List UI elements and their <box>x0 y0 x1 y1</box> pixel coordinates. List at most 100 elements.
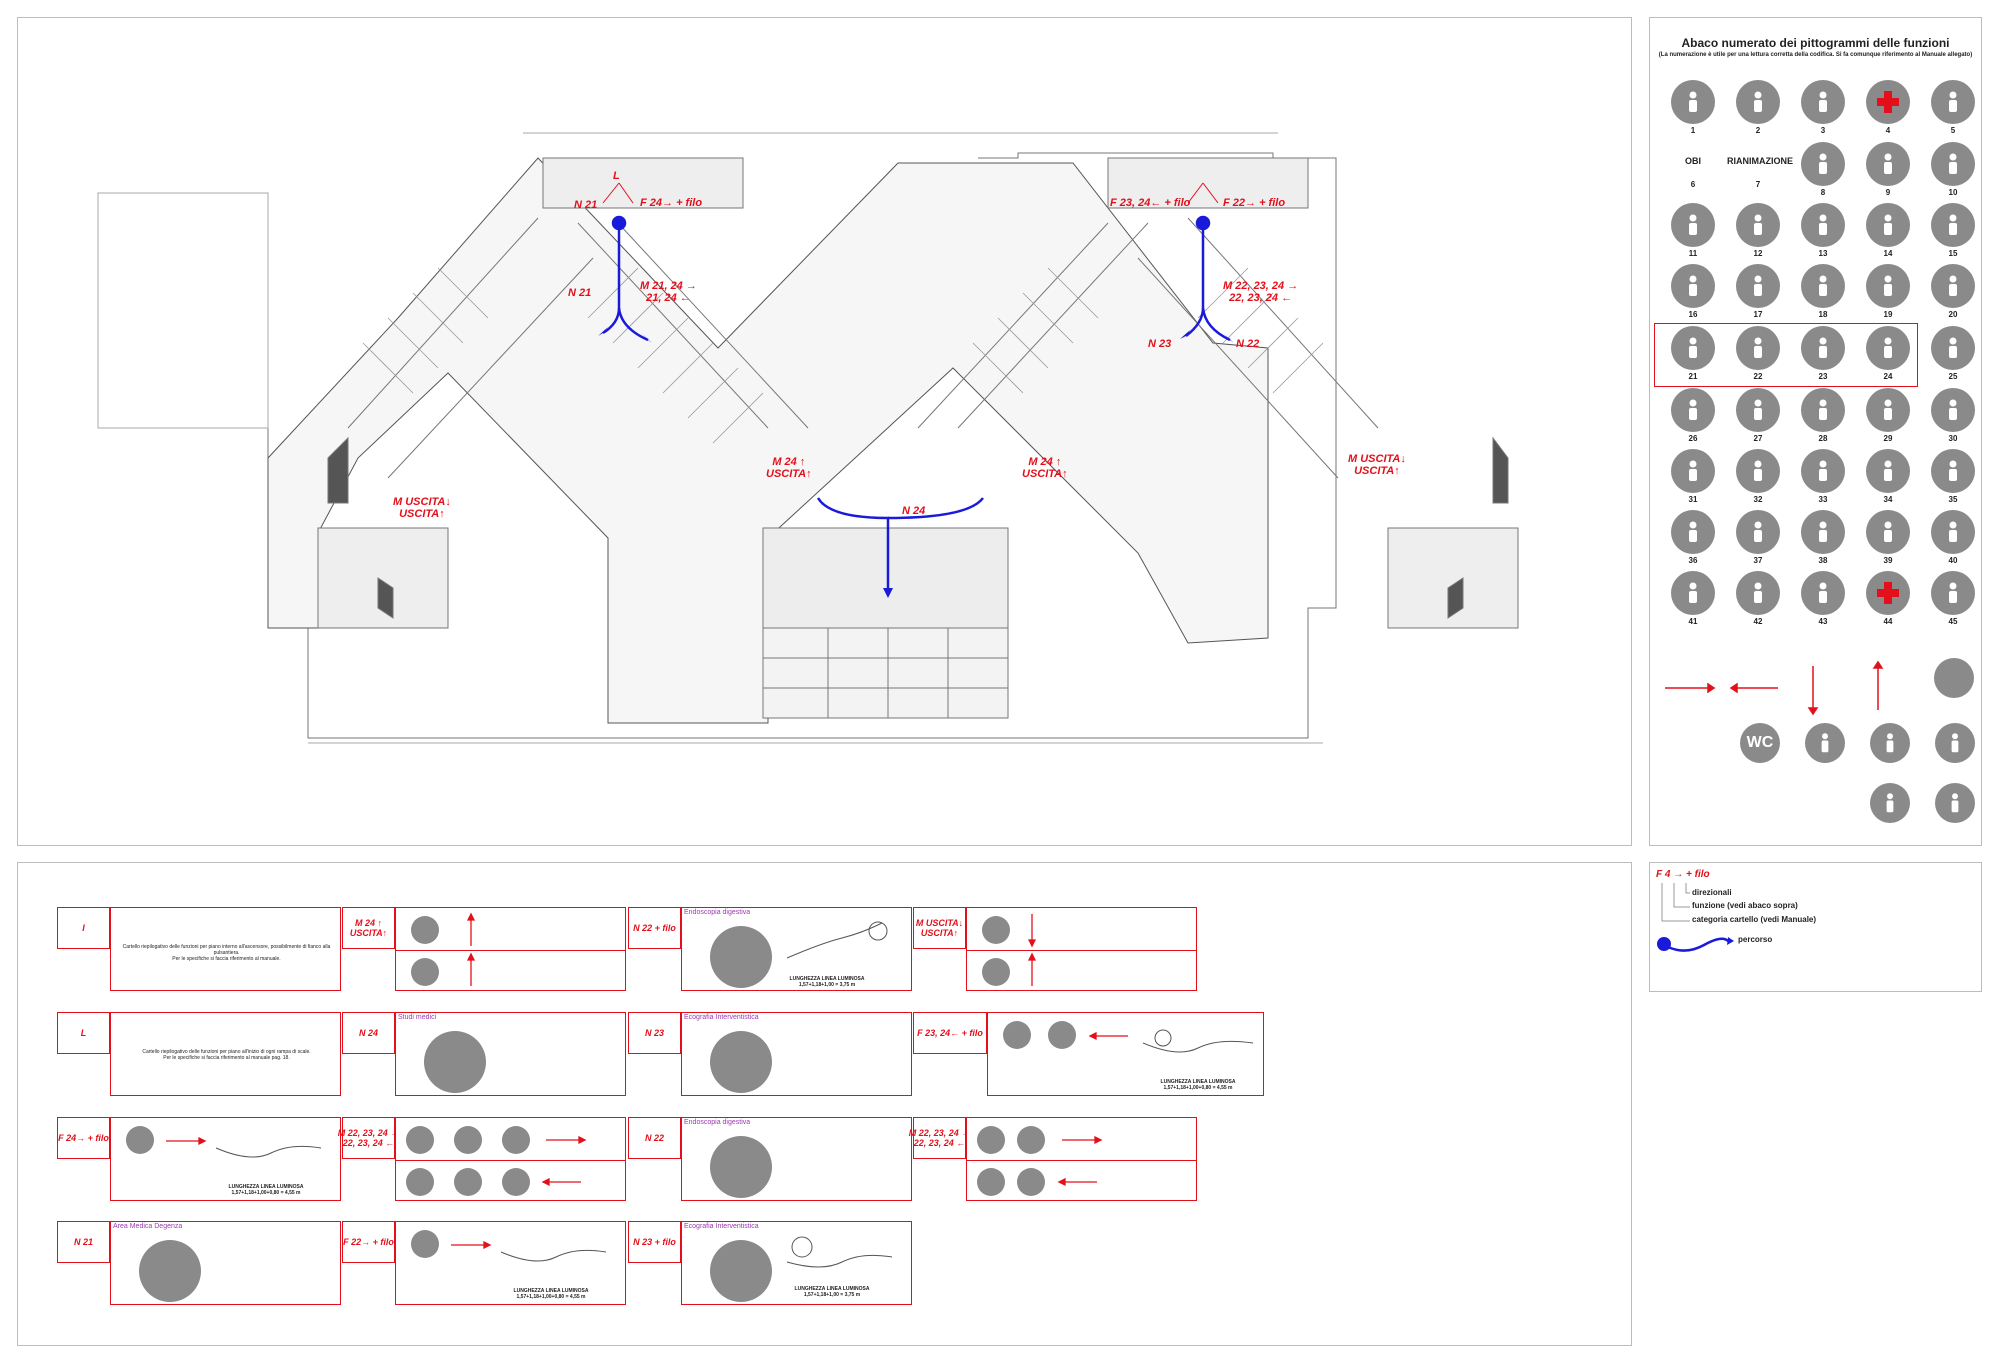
pictogram-33: 33 <box>1792 439 1854 504</box>
bed-icon <box>1931 326 1975 370</box>
red-cross-icon <box>1866 80 1910 124</box>
ultrasound-icon <box>454 1168 482 1196</box>
code-N22-filo: N 22 + filo <box>628 907 681 949</box>
pictogram-number: 7 <box>1755 180 1761 189</box>
pictogram-24: 24 <box>1857 316 1919 381</box>
man-icon <box>1805 723 1845 763</box>
exit-door-icon <box>411 958 439 986</box>
light-line-curve <box>786 921 888 959</box>
pictogram-12: 12 <box>1727 193 1789 258</box>
pictogram-number: 34 <box>1883 495 1893 504</box>
card-M-uscita <box>966 907 1197 991</box>
pictogram-32: 32 <box>1727 439 1789 504</box>
bed-person-icon <box>1801 571 1845 615</box>
card-luminosa: LUNGHEZZA LINEA LUMINOSA 1,57+1,18+1,00 … <box>794 1286 870 1298</box>
card-M222324-b <box>966 1117 1197 1201</box>
card-F2324: LUNGHEZZA LINEA LUMINOSA 1,57+1,18+1,00+… <box>987 1012 1264 1096</box>
card-M24 <box>395 907 626 991</box>
ultrasound-icon <box>710 1240 772 1302</box>
pictogram-number: 5 <box>1950 126 1956 135</box>
family-icon <box>1801 510 1845 554</box>
right-arrow <box>166 1136 207 1146</box>
right-left-arrows <box>541 1135 587 1187</box>
bed-icon <box>1931 388 1975 432</box>
right-arrow <box>451 1240 492 1250</box>
plan-label-N24: N 24 <box>902 505 926 517</box>
exit-door-icon <box>1934 658 1974 698</box>
clock-icon <box>1801 449 1845 493</box>
hanger-icon <box>1671 264 1715 308</box>
card-I-note: Cartello riepilogativo delle funzioni pe… <box>122 944 331 962</box>
legend-subtitle: (La numerazione è utile per una lettura … <box>1658 52 1973 58</box>
plan-label-F24-filo: F 24→ + filo <box>640 197 703 209</box>
pictogram-number: 38 <box>1818 556 1828 565</box>
wc-label: WC <box>1746 734 1774 751</box>
desk-person-icon <box>1801 203 1845 247</box>
pictogram-number: 24 <box>1883 372 1893 381</box>
endoscopy-icon <box>1736 326 1780 370</box>
plan-label-N23: N 23 <box>1148 338 1172 350</box>
floor-plan-drawing <box>97 132 1519 744</box>
endoscopy-icon <box>977 1168 1005 1196</box>
card-title: Endoscopia digestiva <box>684 1119 751 1126</box>
card-title: Studi medici <box>398 1014 437 1021</box>
pictogram-21: 21 <box>1662 316 1724 381</box>
card-L-note: Cartello riepilogativo delle funzioni pe… <box>142 1049 311 1061</box>
card-I: Cartello riepilogativo delle funzioni pe… <box>110 907 341 991</box>
ultrasound-icon <box>1801 326 1845 370</box>
pictogram-39: 39 <box>1857 500 1919 565</box>
card-luminosa: LUNGHEZZA LINEA LUMINOSA 1,57+1,18+1,00+… <box>513 1288 589 1300</box>
code-F2324: F 23, 24← + filo <box>913 1012 987 1054</box>
pictogram-17: 17 <box>1727 254 1789 319</box>
pictogram-44: 44 <box>1857 561 1919 626</box>
coffee-icon <box>1866 203 1910 247</box>
plan-label-L: L <box>613 170 620 182</box>
card-luminosa: LUNGHEZZA LINEA LUMINOSA 1,57+1,18+1,00+… <box>1160 1079 1236 1091</box>
pictogram-number: 3 <box>1820 126 1826 135</box>
pictogram-number: 11 <box>1688 249 1698 258</box>
pictogram-number: 30 <box>1948 434 1958 443</box>
pictogram-14: 14 <box>1857 193 1919 258</box>
pictogram-31: 31 <box>1662 439 1724 504</box>
radiation-icon <box>1736 80 1780 124</box>
doctor-icon <box>1017 1126 1045 1154</box>
code-M-uscita: M USCITA↓ USCITA↑ <box>913 907 966 949</box>
code-N21: N 21 <box>57 1221 110 1263</box>
pictogram-number: 35 <box>1948 495 1958 504</box>
no-entry-icon <box>1736 203 1780 247</box>
card-M222324-a <box>395 1117 626 1201</box>
card-N23-filo: Ecografia Interventistica LUNGHEZZA LINE… <box>681 1221 912 1305</box>
ultrasound-icon <box>1003 1021 1031 1049</box>
baby-icon <box>1931 571 1975 615</box>
wheelchair-icon <box>1935 723 1975 763</box>
endoscopy-icon <box>406 1168 434 1196</box>
family-icon <box>1736 571 1780 615</box>
endoscopy-icon <box>710 926 772 988</box>
code-N22: N 22 <box>628 1117 681 1159</box>
card-luminosa: LUNGHEZZA LINEA LUMINOSA 1,57+1,18+1,00+… <box>228 1184 304 1196</box>
pictogram-number: 45 <box>1948 617 1958 626</box>
pictogram-number: 32 <box>1753 495 1763 504</box>
pictogram-number: 10 <box>1948 188 1958 197</box>
pictogram-number: 23 <box>1818 372 1828 381</box>
up-arrows <box>466 912 476 986</box>
signage-cards-panel: I Cartello riepilogativo delle funzioni … <box>17 862 1632 1346</box>
pictogram-number: 28 <box>1818 434 1828 443</box>
pictogram-number: 20 <box>1948 310 1958 319</box>
pictogram-number: 4 <box>1885 126 1891 135</box>
plan-label-M2124: M 21, 24 → 21, 24 ← <box>640 280 697 304</box>
pictogram-2: 2 <box>1727 70 1789 135</box>
pictogram-5: 5 <box>1922 70 1984 135</box>
pictogram-41: 41 <box>1662 561 1724 626</box>
pictogram-10: 10 <box>1922 132 1984 197</box>
info-icon <box>1801 264 1845 308</box>
right-left-arrows <box>1057 1135 1103 1187</box>
pictogram-23: 23 <box>1792 316 1854 381</box>
pictogram-36: 36 <box>1662 500 1724 565</box>
sink-icon <box>1931 203 1975 247</box>
plan-label-M-uscita-left: M USCITA↓ USCITA↑ <box>393 496 451 520</box>
card-N23: Ecografia Interventistica <box>681 1012 912 1096</box>
light-line-curve <box>215 1145 322 1158</box>
plan-label-N22: N 22 <box>1236 338 1260 350</box>
